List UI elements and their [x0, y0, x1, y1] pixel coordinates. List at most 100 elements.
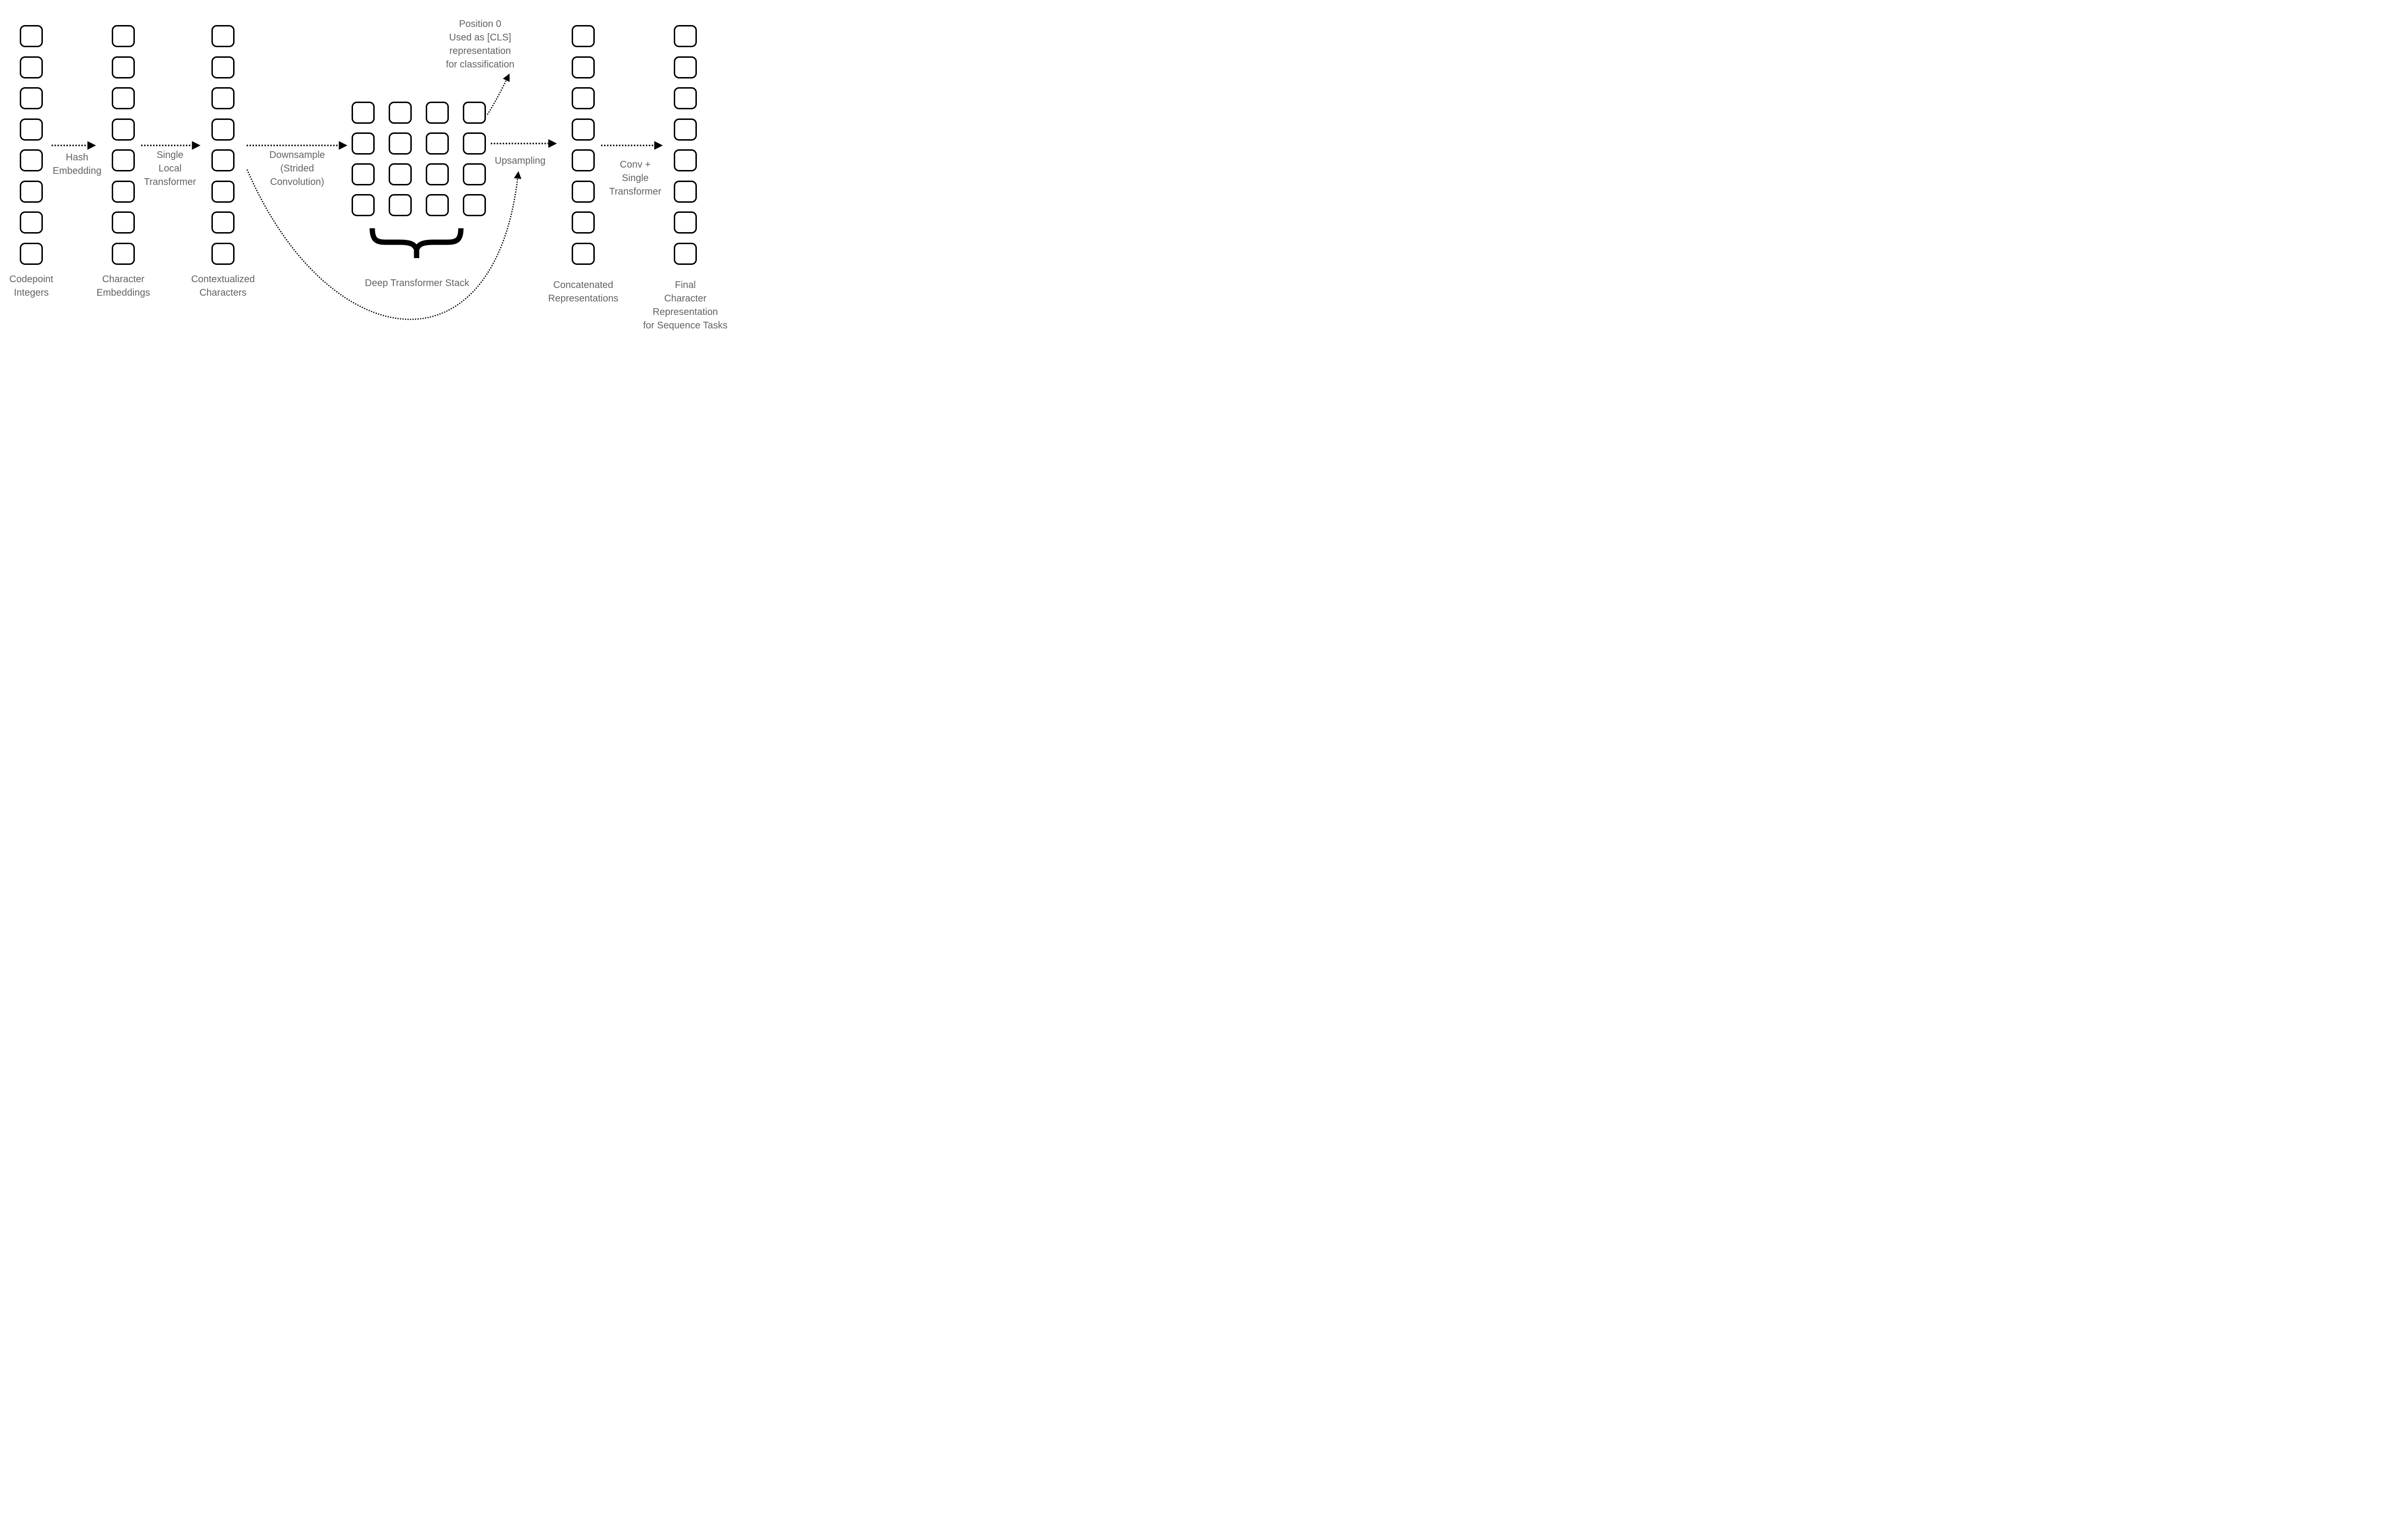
- label-line: Contextualized: [191, 274, 255, 285]
- representation-square: [673, 56, 697, 78]
- label-line: for Sequence Tasks: [643, 320, 728, 331]
- label-line: representation: [449, 46, 511, 56]
- underbrace: [369, 228, 464, 252]
- label-line: Downsample: [269, 150, 325, 160]
- representation-square: [571, 180, 595, 203]
- label-line: Used as [CLS]: [449, 32, 511, 43]
- representation-square: [19, 242, 43, 265]
- label-line: Local: [158, 163, 182, 174]
- representation-square: [673, 180, 697, 203]
- representation-square: [111, 149, 135, 171]
- representation-square: [211, 211, 235, 234]
- representation-square: [211, 25, 235, 47]
- representation-square: [389, 132, 412, 155]
- representation-square: [19, 25, 43, 47]
- label-line: Single: [157, 150, 183, 160]
- label-line: Upsampling: [495, 156, 546, 166]
- representation-square: [571, 118, 595, 141]
- representation-square: [211, 56, 235, 78]
- representation-square: [389, 194, 412, 216]
- label-line: Concatenated: [553, 280, 614, 290]
- contextualized-characters-column: [211, 25, 235, 265]
- representation-square: [111, 211, 135, 234]
- representation-square: [673, 118, 697, 141]
- upsampling-label: Upsampling: [495, 154, 546, 168]
- codepoint-integers-column: [19, 25, 43, 265]
- representation-square: [19, 87, 43, 109]
- connector-layer: [52, 73, 663, 320]
- representation-square: [211, 242, 235, 265]
- representation-square: [111, 242, 135, 265]
- representation-square: [426, 102, 449, 124]
- label-line: Final: [675, 280, 696, 290]
- label-line: Hash: [65, 152, 89, 163]
- label-line: for classification: [445, 59, 515, 70]
- representation-square: [111, 118, 135, 141]
- representation-square: [463, 132, 486, 155]
- representation-square: [673, 211, 697, 234]
- label-line: Representations: [548, 293, 618, 304]
- label-line: Embedding: [52, 166, 102, 176]
- representation-square: [352, 102, 375, 124]
- representation-square: [426, 132, 449, 155]
- label-line: Position 0: [459, 19, 501, 29]
- representation-square: [673, 242, 697, 265]
- label-line: Characters: [199, 288, 247, 298]
- label-line: Single: [622, 173, 649, 183]
- label-line: Transformer: [609, 186, 662, 197]
- representation-square: [211, 180, 235, 203]
- representation-square: [352, 194, 375, 216]
- representation-square: [673, 149, 697, 171]
- character-embeddings-column: [111, 25, 135, 265]
- label-line: Embeddings: [96, 288, 150, 298]
- representation-square: [389, 102, 412, 124]
- label-line: Character: [664, 293, 707, 304]
- label-line: Integers: [13, 288, 49, 298]
- representation-square: [571, 211, 595, 234]
- label-line: Conv +: [620, 159, 651, 170]
- representation-square: [211, 149, 235, 171]
- label-line: Transformer: [144, 177, 196, 187]
- representation-square: [19, 149, 43, 171]
- label-line: Convolution): [270, 177, 325, 187]
- cls-annotation-arrow: [486, 73, 510, 115]
- representation-square: [426, 163, 449, 185]
- label-line: (Strided: [280, 163, 314, 174]
- representation-square: [352, 132, 375, 155]
- representation-square: [111, 56, 135, 78]
- representation-square: [463, 194, 486, 216]
- downsampled-positions-grid: [352, 102, 486, 216]
- representation-square: [571, 25, 595, 47]
- representation-square: [673, 25, 697, 47]
- deep-transformer-stack-label: Deep Transformer Stack: [365, 278, 470, 288]
- representation-square: [211, 87, 235, 109]
- representation-square: [111, 25, 135, 47]
- representation-square: [673, 87, 697, 109]
- label-line: Character: [102, 274, 144, 285]
- cls-annotation-label: Position 0 Used as [CLS] representation for…: [446, 17, 514, 71]
- representation-square: [19, 211, 43, 234]
- final-representation-column: [673, 25, 697, 265]
- concatenated-representations-column: [571, 25, 595, 265]
- representation-square: [19, 118, 43, 141]
- representation-square: [463, 102, 486, 124]
- representation-square: [463, 163, 486, 185]
- representation-square: [571, 87, 595, 109]
- representation-square: [352, 163, 375, 185]
- representation-square: [19, 56, 43, 78]
- residual-skip-arrow: [246, 169, 522, 320]
- representation-square: [571, 149, 595, 171]
- representation-square: [571, 242, 595, 265]
- representation-square: [111, 180, 135, 203]
- representation-square: [426, 194, 449, 216]
